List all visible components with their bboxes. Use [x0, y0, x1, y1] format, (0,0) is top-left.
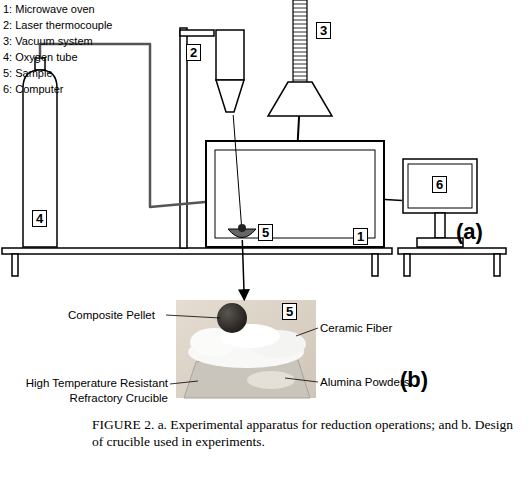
sensor-body: [216, 30, 244, 80]
table-leg: [404, 254, 410, 276]
laser-thermocouple: 2: [212, 30, 248, 115]
computer-monitor: 6: [402, 158, 478, 248]
leader-group: [166, 315, 318, 384]
part-label: Composite Pellet: [68, 308, 155, 323]
node-outline: [268, 82, 332, 116]
legend-line: 3: Vacuum system: [3, 34, 93, 48]
stand-pole: [180, 28, 187, 248]
microwave-oven: 15: [205, 140, 385, 248]
node-outline: [402, 158, 478, 248]
oven-case: [206, 141, 384, 247]
figure-caption: FIGURE 2. a. Experimental apparatus for …: [92, 416, 517, 450]
leader-line: [296, 328, 318, 336]
cylinder-valve: [35, 58, 45, 70]
node-outline: [212, 30, 248, 115]
callout-number: 6: [432, 176, 447, 193]
hose-corrugation: [293, 4, 307, 80]
table-leg: [372, 254, 378, 276]
vacuum-pipe: [298, 116, 299, 140]
monitor-base: [417, 238, 463, 247]
photo-background: [176, 300, 316, 398]
alumina-powder: [247, 371, 295, 389]
callout-number: 4: [32, 210, 47, 227]
legend-line: 6: Computer: [3, 82, 64, 96]
part-label: Alumina Powders: [320, 375, 409, 390]
monitor-neck: [435, 213, 445, 238]
leader-line: [166, 315, 220, 318]
sample-bowl: 5: [228, 224, 256, 240]
callout-number: 1: [353, 228, 368, 245]
legend-line: 2: Laser thermocouple: [3, 18, 112, 32]
monitor-screen: [408, 164, 472, 208]
callout-number: 3: [316, 22, 331, 39]
table-top: [2, 248, 392, 254]
vacuum-hose: [293, 0, 307, 84]
leader-line: [285, 378, 318, 382]
legend-line: 4: Oxygen tube: [3, 50, 78, 64]
leader-line: [170, 381, 198, 384]
vacuum-hood: 3: [268, 82, 332, 116]
sample-pellet: [238, 224, 246, 232]
legend-line: 5: Sample: [3, 66, 53, 80]
oxygen-cylinder: 4: [22, 58, 58, 248]
stand-arm: [180, 30, 214, 36]
panel-letter: (b): [400, 366, 428, 395]
legend-line: 1: Microwave oven: [3, 2, 95, 16]
part-label: High Temperature Resistant Refractory Cr…: [0, 376, 168, 406]
callout-number: 5: [282, 303, 297, 320]
table-top: [398, 248, 506, 254]
callout-number: 2: [186, 44, 201, 61]
node-outline: [228, 224, 256, 240]
crucible-photo: 5: [176, 300, 316, 398]
hood-shape: [268, 82, 332, 116]
sensor-nozzle: [216, 80, 244, 112]
table-leg: [494, 254, 500, 276]
signal-cable: [385, 200, 402, 201]
monitor-frame: [403, 159, 477, 213]
composite-pellet: [217, 303, 247, 333]
panel-letter: (a): [456, 218, 483, 247]
oxygen-tube: [40, 44, 205, 207]
laser-beam: [233, 115, 241, 224]
oven-door: [215, 150, 375, 238]
table-leg: [12, 254, 18, 276]
callout-number: 5: [258, 224, 273, 241]
part-label: Ceramic Fiber: [320, 321, 392, 336]
cylinder-body: [23, 70, 57, 247]
tables: [2, 248, 506, 276]
detail-arrow: [242, 240, 244, 300]
